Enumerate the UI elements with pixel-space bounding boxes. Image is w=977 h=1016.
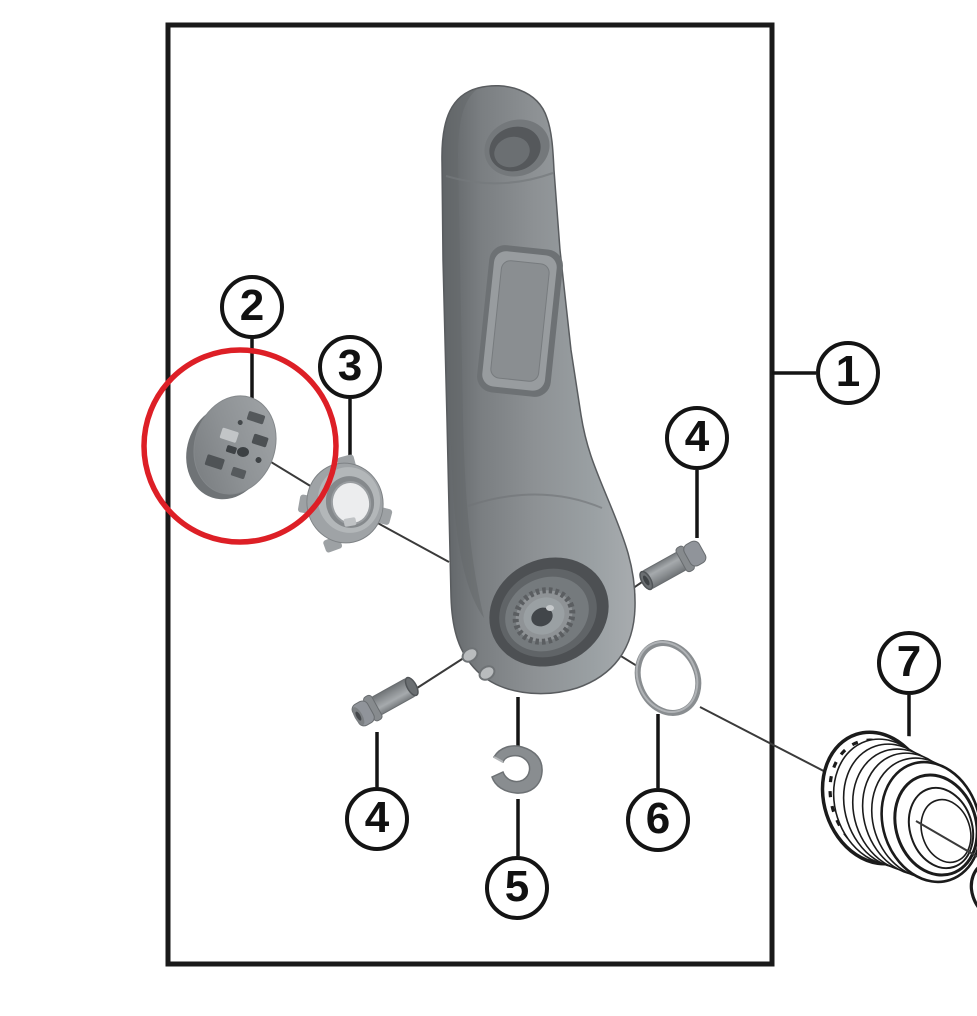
callout-1: 1	[816, 341, 880, 405]
callout-4-right-label: 4	[684, 412, 710, 461]
crank-pad	[477, 245, 563, 397]
callout-3: 3	[318, 335, 382, 399]
dust-cap-part	[186, 395, 277, 500]
highlight-circle	[141, 347, 339, 545]
lockring-axis-line	[915, 820, 977, 858]
crank-arm-part	[441, 84, 636, 695]
callout-connectors	[250, 339, 911, 856]
callout-1-label: 1	[835, 347, 861, 396]
callout-4-left: 4	[345, 787, 409, 851]
callout-4-right: 4	[665, 406, 729, 470]
callout-2: 2	[220, 275, 284, 339]
callout-7-label: 7	[896, 637, 922, 686]
spacer-ring-part	[298, 454, 393, 553]
diagram-frame	[165, 22, 775, 967]
stopper-clip-part	[491, 745, 543, 794]
callout-5-label: 5	[504, 862, 530, 911]
callout-6-label: 6	[645, 794, 671, 843]
callout-2-label: 2	[239, 281, 265, 330]
pedal-hole	[484, 119, 550, 177]
callout-4-left-label: 4	[364, 793, 390, 842]
callout-5: 5	[485, 856, 549, 920]
callout-3-label: 3	[337, 341, 363, 390]
clamp-bolt-left-part	[351, 676, 419, 727]
callout-7: 7	[877, 631, 941, 695]
clamp-bolt-right-part	[639, 540, 707, 591]
lockring-part	[820, 730, 977, 884]
partial-part-edge	[969, 860, 977, 920]
callout-6: 6	[626, 788, 690, 852]
spindle-interface	[489, 557, 609, 667]
o-ring-part	[634, 640, 702, 716]
